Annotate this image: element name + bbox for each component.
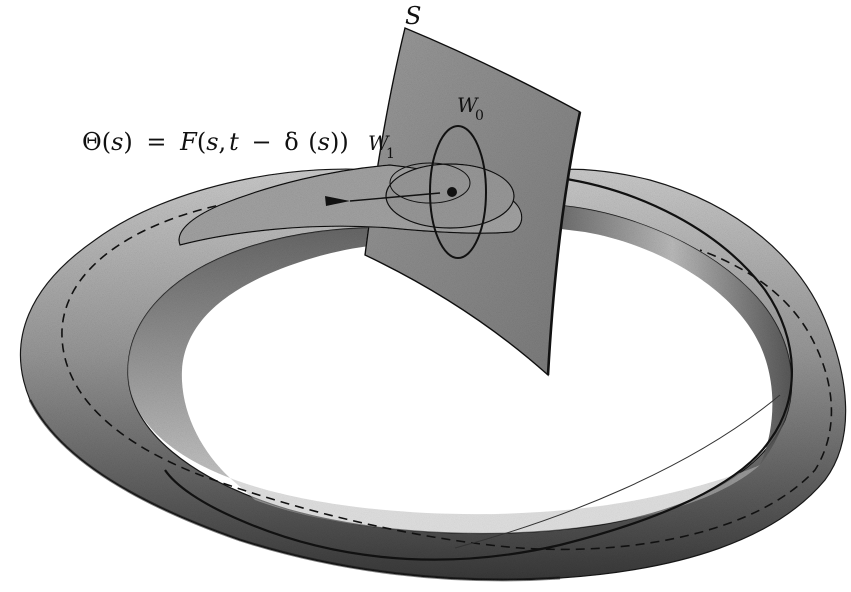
eq-s-2: s xyxy=(206,128,218,156)
eq-t: t xyxy=(229,128,239,156)
eq-rparen-1: ) xyxy=(123,128,132,156)
equation-label: Θ(s) = F(s,t − δ (s)) xyxy=(82,128,349,156)
eq-minus: − xyxy=(251,128,271,156)
section-label-S: S xyxy=(405,2,421,30)
eq-F: F xyxy=(179,128,198,156)
eq-lparen-3: ( xyxy=(308,128,317,156)
w0-label-sub: 0 xyxy=(475,108,484,124)
fixed-point-marker xyxy=(447,187,457,197)
eq-rparen-3: )) xyxy=(330,128,349,156)
eq-comma: , xyxy=(219,128,227,156)
eq-theta: Θ xyxy=(82,128,102,156)
eq-lparen-2: ( xyxy=(197,128,206,156)
eq-s-1: s xyxy=(111,128,123,156)
eq-s-3: s xyxy=(318,128,330,156)
eq-equals: = xyxy=(146,128,166,156)
eq-delta: δ xyxy=(284,128,298,156)
eq-lparen-1: ( xyxy=(102,128,111,156)
w1-label-sub: 1 xyxy=(386,146,395,162)
